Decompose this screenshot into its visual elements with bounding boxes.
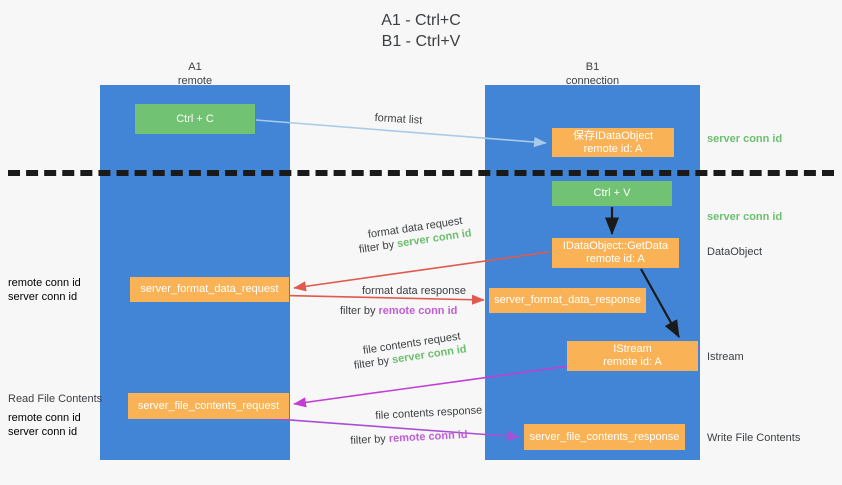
dashed-divider — [8, 170, 834, 176]
node-server-format-data-response-label: server_format_data_response — [494, 294, 641, 306]
arrow-getdata-to-istream — [640, 268, 680, 338]
annotation-conn-ids-upper: remote conn id server conn id — [8, 276, 81, 304]
title-line-2: B1 - Ctrl+V — [381, 33, 461, 50]
annotation-read-file-contents: Read File Contents — [8, 393, 103, 405]
annotation-server-conn-id-top: server conn id — [707, 133, 783, 145]
page-title: A1 - Ctrl+C B1 - Ctrl+V — [0, 10, 842, 52]
edge-label-format-list: format list — [374, 111, 422, 129]
node-server-format-data-request[interactable]: server_format_data_request — [130, 277, 289, 302]
annotation-dataobject: DataObject — [707, 246, 763, 258]
node-istream-subtitle: remote id: A — [603, 356, 662, 368]
annotation-remote-conn-id: remote conn id — [8, 277, 81, 289]
annotation-istream: Istream — [707, 351, 744, 363]
filter-value-remote-conn-id: remote conn id — [388, 428, 468, 445]
node-save-idataobject-label: 保存IDataObject — [572, 129, 654, 142]
node-idataobject-getdata[interactable]: IDataObject::GetData remote id: A — [552, 238, 679, 268]
lane-header-a1: A1 remote — [100, 60, 290, 88]
edge-label-format-list-text: format list — [374, 111, 423, 127]
lane-b1-sub: connection — [565, 75, 620, 87]
annotation-server-conn-id: server conn id — [8, 426, 78, 438]
node-idataobject-getdata-label: IDataObject::GetData — [562, 240, 669, 252]
node-server-file-contents-request-label: server_file_contents_request — [137, 399, 280, 412]
annotation-remote-conn-id: remote conn id — [8, 412, 81, 424]
node-ctrl-v[interactable]: Ctrl + V — [552, 181, 672, 206]
edge-label-format-data-response-text: format data response — [362, 285, 466, 297]
node-save-idataobject[interactable]: 保存IDataObject remote id: A — [552, 128, 674, 157]
annotation-conn-ids-lower: remote conn id server conn id — [8, 411, 81, 439]
arrow-format-data-request — [293, 251, 550, 292]
annotation-write-file-contents: Write File Contents — [707, 432, 801, 444]
node-ctrl-v-label: Ctrl + V — [593, 187, 631, 199]
node-server-format-data-request-label: server_format_data_request — [140, 283, 279, 295]
edge-label-format-data-response-filter: filter by remote conn id — [340, 304, 457, 319]
node-ctrl-c[interactable]: Ctrl + C — [135, 104, 255, 134]
node-save-idataobject-subtitle: remote id: A — [583, 142, 643, 155]
arrow-format-list — [255, 119, 547, 148]
node-server-file-contents-request[interactable]: server_file_contents_request — [128, 393, 289, 419]
filter-prefix: filter by — [340, 305, 379, 317]
node-ctrl-c-label: Ctrl + C — [176, 112, 214, 125]
annotation-server-conn-id-mid: server conn id — [707, 211, 783, 223]
node-server-format-data-response[interactable]: server_format_data_response — [489, 288, 646, 313]
node-server-file-contents-response-label: server_file_contents_response — [529, 430, 680, 443]
lane-a1-sub: remote — [177, 75, 213, 87]
node-server-file-contents-response[interactable]: server_file_contents_response — [524, 424, 685, 450]
annotation-server-conn-id: server conn id — [8, 291, 78, 303]
node-istream-label: IStream — [613, 343, 652, 355]
node-istream[interactable]: IStream remote id: A — [567, 341, 698, 371]
node-idataobject-getdata-subtitle: remote id: A — [586, 253, 645, 265]
lane-a1-name: A1 — [188, 61, 202, 73]
filter-value-remote-conn-id: remote conn id — [378, 305, 458, 317]
lane-b1-name: B1 — [585, 61, 600, 73]
title-line-1: A1 - Ctrl+C — [381, 12, 461, 29]
edge-label-format-data-response: format data response — [362, 284, 466, 299]
lane-header-b1: B1 connection — [485, 60, 700, 88]
filter-prefix: filter by — [350, 432, 390, 447]
